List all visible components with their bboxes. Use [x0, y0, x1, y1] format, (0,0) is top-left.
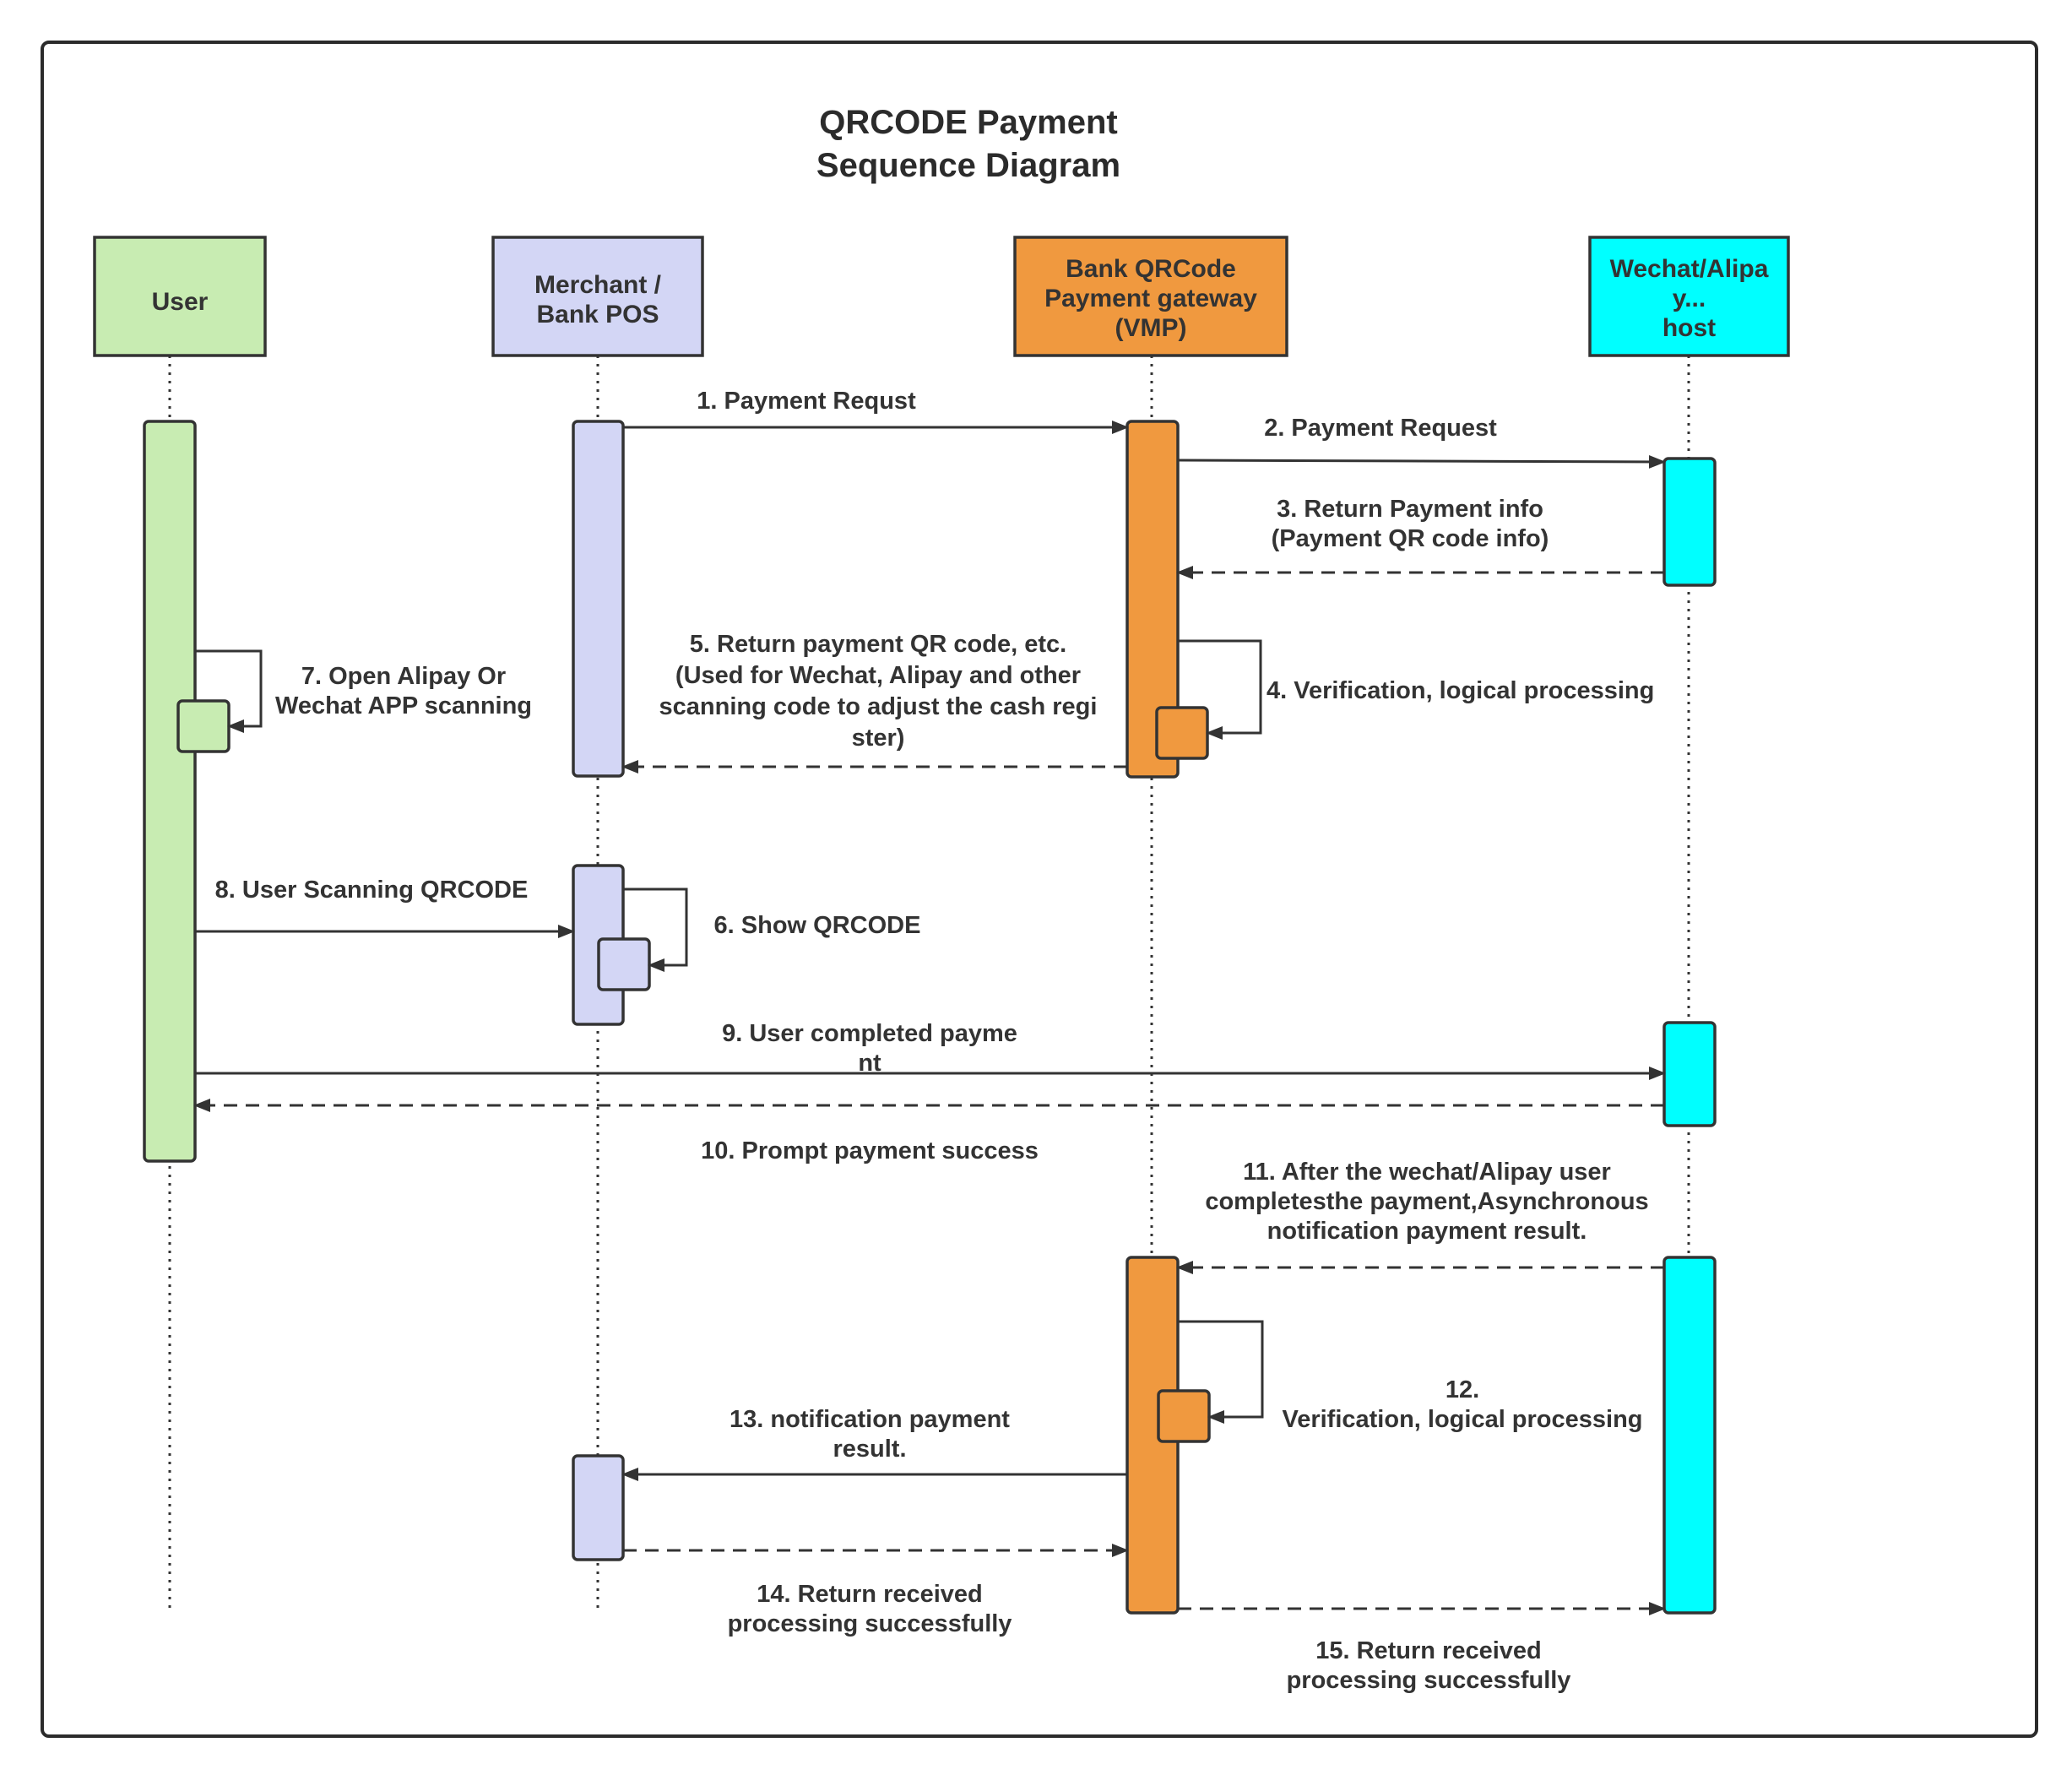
- message-m15-label: 15. Return received processing successful…: [1287, 1637, 1571, 1694]
- participant-pos-box: [491, 236, 704, 357]
- message-m10-label: 10. Prompt payment success: [701, 1137, 1039, 1164]
- message-m11-label-line: 11. After the wechat/Alipay user: [1243, 1159, 1611, 1186]
- message-m2-label: 2. Payment Request: [1264, 415, 1497, 442]
- message-m4-label-line: 4. Verification, logical processing: [1267, 677, 1654, 704]
- diagram-title-line: Sequence Diagram: [816, 147, 1120, 184]
- message-m3-label: 3. Return Payment info(Payment QR code i…: [1272, 496, 1549, 552]
- message-m12-arrow: [1178, 1320, 1264, 1424]
- message-m14-label-line: processing successfully: [728, 1610, 1012, 1637]
- activation-user: [143, 420, 197, 1163]
- message-m11-label-line: completesthe payment,Asynchronous: [1205, 1188, 1648, 1215]
- message-m13-label-line: result.: [833, 1436, 906, 1463]
- participant-user-label: User: [152, 288, 209, 316]
- self-activation-vmp-1: [1155, 706, 1209, 760]
- participant-label-line: y...: [1673, 285, 1706, 312]
- message-m5-label-line: ster): [852, 725, 905, 752]
- activation-vmp-1: [1125, 420, 1180, 779]
- participant-label-line: Bank QRCode: [1066, 255, 1236, 283]
- message-m11-label-line: notification payment result.: [1267, 1218, 1587, 1245]
- message-m13-label-line: 13. notification payment: [730, 1406, 1010, 1433]
- participant-label-line: Bank POS: [536, 301, 659, 328]
- message-m9-label-line: nt: [858, 1050, 881, 1077]
- participant-user-box: [93, 236, 267, 357]
- participant-host-box: [1588, 236, 1790, 357]
- participant-label-line: User: [152, 288, 209, 316]
- message-m7-label-line: 7. Open Alipay Or: [301, 663, 506, 690]
- message-m6-arrow: [623, 888, 688, 972]
- message-m2-label-line: 2. Payment Request: [1264, 415, 1497, 442]
- self-activation-user: [176, 699, 231, 753]
- message-m15-label-line: processing successfully: [1287, 1667, 1571, 1694]
- message-m9-label-line: 9. User completed payme: [722, 1020, 1017, 1047]
- message-m3-label-line: (Payment QR code info): [1272, 525, 1549, 552]
- message-m1-label: 1. Payment Requst: [697, 388, 916, 415]
- message-m8-label-line: 8. User Scanning QRCODE: [215, 877, 529, 904]
- message-m1-label-line: 1. Payment Requst: [697, 388, 916, 415]
- diagram-frame: [41, 41, 2038, 1738]
- message-m5-label-line: scanning code to adjust the cash regi: [659, 693, 1098, 720]
- participant-label-line: Wechat/Alipa: [1610, 255, 1769, 283]
- message-m2-arrow: [1177, 454, 1666, 469]
- message-m5-label-line: 5. Return payment QR code, etc.: [690, 631, 1066, 658]
- message-m7-label-line: Wechat APP scanning: [275, 692, 532, 719]
- message-m9-label: 9. User completed payme nt: [722, 1020, 1017, 1077]
- message-m14-label-line: 14. Return received: [757, 1581, 983, 1608]
- message-m6-label: 6. Show QRCODE: [714, 912, 921, 939]
- message-m12-label: 12. Verification, logical processing: [1282, 1376, 1642, 1433]
- message-m5-label-line: (Used for Wechat, Alipay and other: [675, 662, 1081, 689]
- participant-pos-label: Merchant /Bank POS: [534, 271, 662, 328]
- activation-host-1: [1662, 457, 1717, 587]
- activation-pos-1: [572, 420, 625, 778]
- participant-label-line: (VMP): [1115, 314, 1187, 342]
- message-m6-label-line: 6. Show QRCODE: [714, 912, 921, 939]
- message-m12-label-line: 12.: [1446, 1376, 1479, 1403]
- message-m4-arrow: [1178, 639, 1262, 740]
- participant-vmp-box: [1013, 236, 1288, 357]
- participant-label-line: host: [1662, 314, 1716, 342]
- message-m12-label-line: Verification, logical processing: [1282, 1406, 1642, 1433]
- message-m4-label: 4. Verification, logical processing: [1267, 677, 1654, 704]
- message-m8-label: 8. User Scanning QRCODE: [215, 877, 529, 904]
- message-m10-label-line: 10. Prompt payment success: [701, 1137, 1039, 1164]
- participant-label-line: Merchant /: [534, 271, 662, 299]
- activation-pos-3: [572, 1454, 625, 1561]
- message-m7-arrow: [195, 649, 263, 733]
- message-m13-label: 13. notification payment result.: [730, 1406, 1010, 1463]
- message-m5-label: 5. Return payment QR code, etc. (Used for…: [659, 631, 1098, 752]
- self-activation-pos: [597, 937, 651, 991]
- self-activation-vmp-2: [1157, 1389, 1211, 1443]
- activation-host-2: [1662, 1021, 1717, 1127]
- activation-host-3: [1662, 1256, 1717, 1615]
- message-m3-label-line: 3. Return Payment info: [1277, 496, 1543, 523]
- message-m15-label-line: 15. Return received: [1315, 1637, 1542, 1664]
- participant-label-line: Payment gateway: [1044, 285, 1257, 312]
- diagram-title-line: QRCODE Payment: [819, 104, 1117, 141]
